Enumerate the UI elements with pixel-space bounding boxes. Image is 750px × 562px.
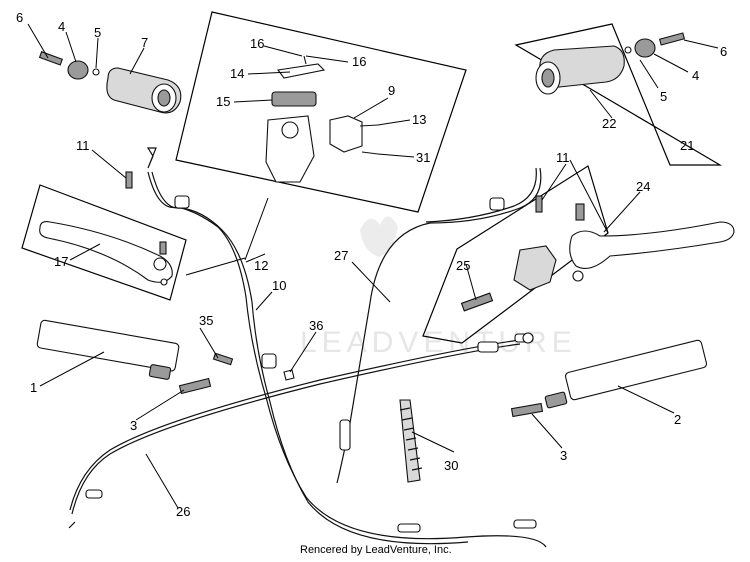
callout-6-right: 6: [720, 44, 727, 59]
callout-30: 30: [444, 458, 458, 473]
master-cylinder-box: [175, 11, 467, 213]
part-4-bar-end-left: [67, 60, 89, 80]
callout-22: 22: [602, 116, 616, 131]
callout-27: 27: [334, 248, 348, 263]
left-lever-box: [21, 184, 187, 301]
callout-1: 1: [30, 380, 37, 395]
right-grip-box: [514, 23, 723, 166]
callout-10: 10: [272, 278, 286, 293]
part-11-bolt-left: [125, 171, 133, 189]
callout-14: 14: [230, 66, 244, 81]
part-24-lever-right: [569, 203, 735, 282]
callout-31: 31: [416, 150, 430, 165]
callout-25: 25: [456, 258, 470, 273]
part-1-tube-left: [36, 319, 180, 380]
callout-4-left: 4: [58, 19, 65, 34]
callout-2: 2: [674, 412, 681, 427]
callout-13: 13: [412, 112, 426, 127]
master-cylinder: [265, 55, 379, 183]
callout-16-b: 16: [352, 54, 366, 69]
callout-17: 17: [54, 254, 68, 269]
callout-35: 35: [199, 313, 213, 328]
callout-6-left: 6: [16, 10, 23, 25]
part-5-washer-right: [624, 46, 632, 54]
callout-21: 21: [680, 138, 694, 153]
part-6-screw-right: [658, 32, 686, 46]
callouts: 6 4 5 7 16 16 14 15 9 13 31 11 11 12 10 …: [16, 10, 727, 519]
callout-24: 24: [636, 179, 650, 194]
callout-16-a: 16: [250, 36, 264, 51]
part-7-grip-left: [106, 67, 182, 114]
part-3-screw-left: [178, 377, 212, 395]
callout-9: 9: [388, 83, 395, 98]
part-5-washer-left: [92, 68, 100, 76]
part-30-spring: [399, 399, 423, 483]
part-25-clutch-perch: [460, 245, 557, 312]
callout-4-right: 4: [692, 68, 699, 83]
callout-12: 12: [254, 258, 268, 273]
part-3-screw-right: [510, 402, 544, 418]
part-2-tube-right: [544, 339, 708, 409]
footer-credit: Rencered by LeadVenture, Inc.: [300, 544, 452, 556]
part-17-lever-left: [39, 221, 173, 286]
callout-5-right: 5: [660, 89, 667, 104]
part-6-screw-left: [38, 51, 64, 66]
callout-36: 36: [309, 318, 323, 333]
callout-3-left: 3: [130, 418, 137, 433]
callout-11-right: 11: [556, 150, 570, 165]
part-4-bar-end-right: [634, 38, 656, 58]
part-22-grip-right: [535, 45, 625, 95]
part-11-bolt-right: [535, 195, 543, 213]
part-35-screw: [212, 352, 234, 366]
cables: [68, 147, 547, 548]
callout-7: 7: [141, 35, 148, 50]
callout-5-left: 5: [94, 25, 101, 40]
callout-26: 26: [176, 504, 190, 519]
callout-3-right: 3: [560, 448, 567, 463]
part-36-clip: [283, 369, 295, 381]
leader-lines: [27, 23, 719, 509]
callout-11-left: 11: [76, 138, 90, 153]
callout-15: 15: [216, 94, 230, 109]
